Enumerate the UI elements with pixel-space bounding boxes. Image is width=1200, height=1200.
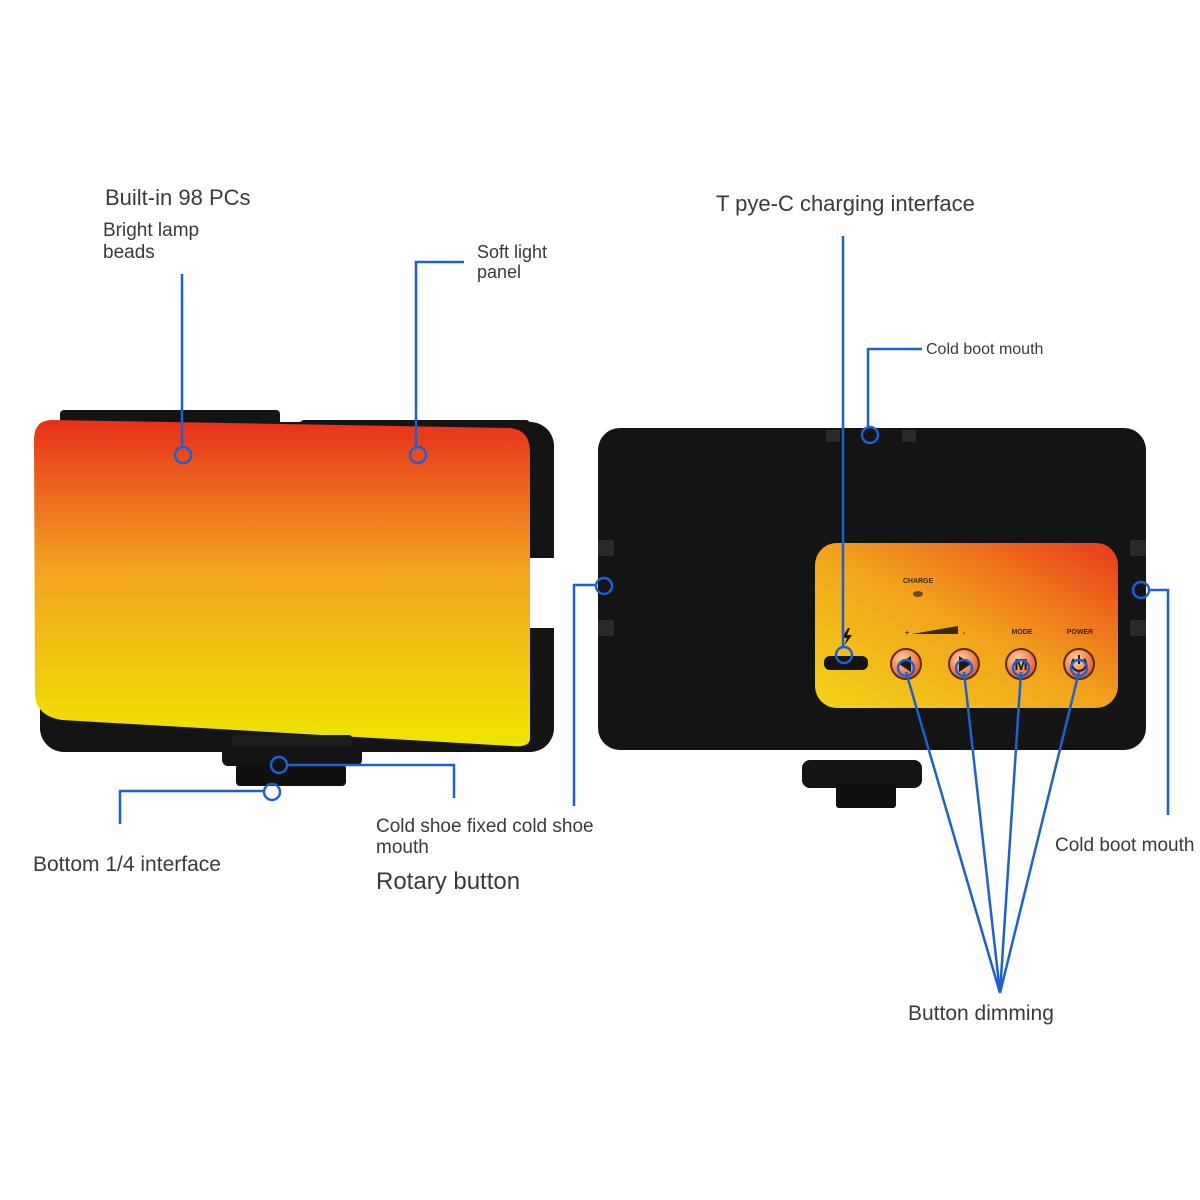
minus-label: - — [963, 630, 966, 637]
soft-light-panel — [34, 420, 530, 747]
right-slot-upper — [1130, 540, 1146, 556]
power-label: POWER — [1067, 629, 1093, 636]
panel-label: panel — [477, 262, 522, 282]
cold-shoe-fixed-label: Cold shoe fixed cold shoe — [376, 816, 594, 837]
left-slot-upper — [598, 540, 614, 556]
rotary-button-label: Rotary button — [376, 868, 521, 895]
plus-label: + — [905, 630, 909, 637]
front-light — [34, 410, 558, 786]
mouth-label: mouth — [376, 837, 429, 858]
mode-label: MODE — [1012, 629, 1033, 636]
brightness-wedge — [912, 626, 958, 634]
bright-lamp-label: Bright lamp — [103, 220, 200, 241]
beads-label: beads — [103, 242, 155, 263]
front-side-notch — [528, 558, 558, 628]
cold-boot-top-label: Cold boot mouth — [926, 341, 1044, 358]
back-light: CHARGE + - MODE POWER M — [598, 428, 1146, 808]
back-rotary-knob[interactable] — [802, 760, 922, 788]
lightning-icon — [842, 628, 852, 646]
rotary-knob-bottom[interactable] — [236, 764, 346, 786]
cold-boot-side-label: Cold boot mouth — [1055, 835, 1195, 856]
typec-label: T pye-C charging interface — [716, 191, 975, 216]
button-dimming-label: Button dimming — [908, 1002, 1054, 1025]
back-knob-base — [836, 784, 896, 808]
charge-label: CHARGE — [903, 578, 934, 585]
left-slot-lower — [598, 620, 614, 636]
leader-lines — [118, 236, 1170, 994]
soft-light-label: Soft light — [477, 242, 548, 262]
builtin-label: Built-in 98 PCs — [105, 185, 251, 210]
charge-led — [913, 591, 923, 597]
bottom-interface-label: Bottom 1/4 interface — [33, 853, 221, 876]
rotary-knob-top[interactable] — [222, 746, 362, 766]
top-slot-left — [826, 430, 840, 442]
right-slot-lower — [1130, 620, 1146, 636]
top-slot-right — [902, 430, 916, 442]
